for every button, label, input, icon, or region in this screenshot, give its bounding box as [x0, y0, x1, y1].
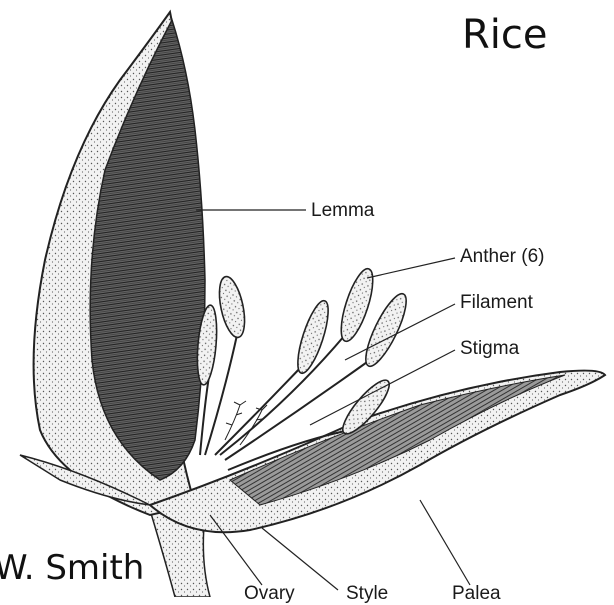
stigma-label: Stigma: [460, 338, 519, 360]
anther-label: Anther (6): [460, 246, 544, 268]
palea-inner: [230, 375, 565, 505]
palea-label: Palea: [452, 583, 501, 605]
style-label: Style: [346, 583, 388, 605]
ovary-label: Ovary: [244, 583, 295, 605]
filament-label: Filament: [460, 292, 533, 314]
title: Rice: [462, 12, 548, 58]
credit: W. Smith: [0, 548, 144, 588]
lemma-inner: [90, 20, 205, 480]
lemma-label: Lemma: [311, 200, 374, 222]
